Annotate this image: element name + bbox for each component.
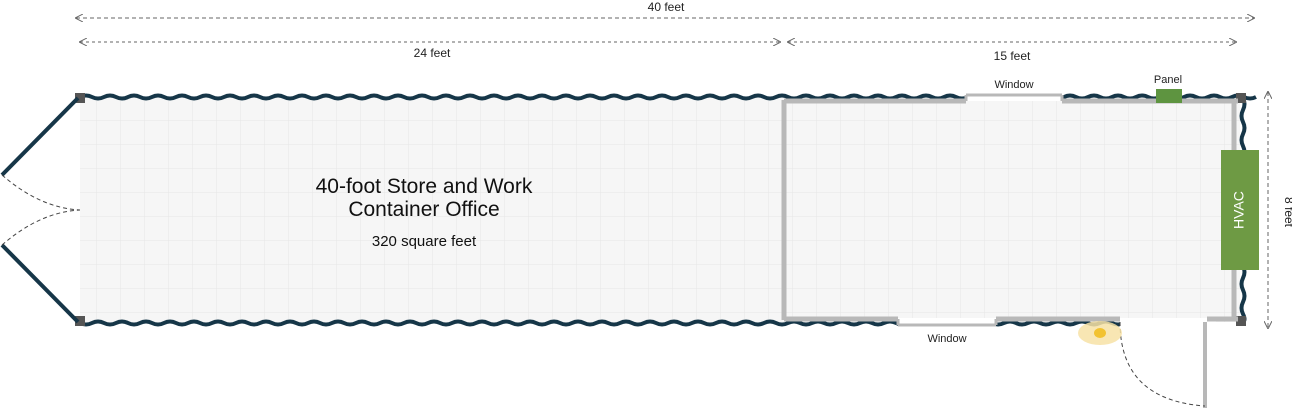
corner-post-bottom-left <box>75 316 85 326</box>
cargo-doors <box>0 96 81 324</box>
corner-post-bottom-right <box>1236 316 1246 326</box>
room-area: 320 square feet <box>372 233 477 250</box>
dimension-right-section: 15 feet <box>788 42 1236 63</box>
corner-post-top-left <box>75 93 85 103</box>
bottom-window: Window <box>896 319 998 345</box>
room-title-line2: Container Office <box>348 198 499 221</box>
bottom-window-label: Window <box>927 333 966 345</box>
top-window-label: Window <box>994 79 1033 91</box>
electrical-panel: Panel <box>1154 74 1182 103</box>
width-label: 8 feet <box>1282 197 1292 228</box>
left-section-length-label: 24 feet <box>414 46 451 60</box>
light-fixture-icon <box>1078 321 1122 345</box>
right-section-length-label: 15 feet <box>994 49 1031 63</box>
room-title-line1: 40-foot Store and Work <box>316 175 533 198</box>
hvac-unit: HVAC <box>1221 150 1259 270</box>
entry-door <box>1119 321 1207 408</box>
overall-length-label: 40 feet <box>648 0 685 14</box>
top-window: Window <box>964 79 1064 101</box>
bottom-window-opening <box>898 318 996 327</box>
dimension-overall: 40 feet <box>76 0 1254 18</box>
dimension-left-section: 24 feet <box>80 42 780 60</box>
floor-grid <box>80 98 1240 322</box>
hvac-label: HVAC <box>1231 191 1247 229</box>
door-opening <box>1120 318 1216 327</box>
office-partition <box>781 98 1238 322</box>
panel-label: Panel <box>1154 74 1182 86</box>
corner-post-top-right <box>1236 93 1246 103</box>
dimension-width: 8 feet <box>1268 92 1292 328</box>
